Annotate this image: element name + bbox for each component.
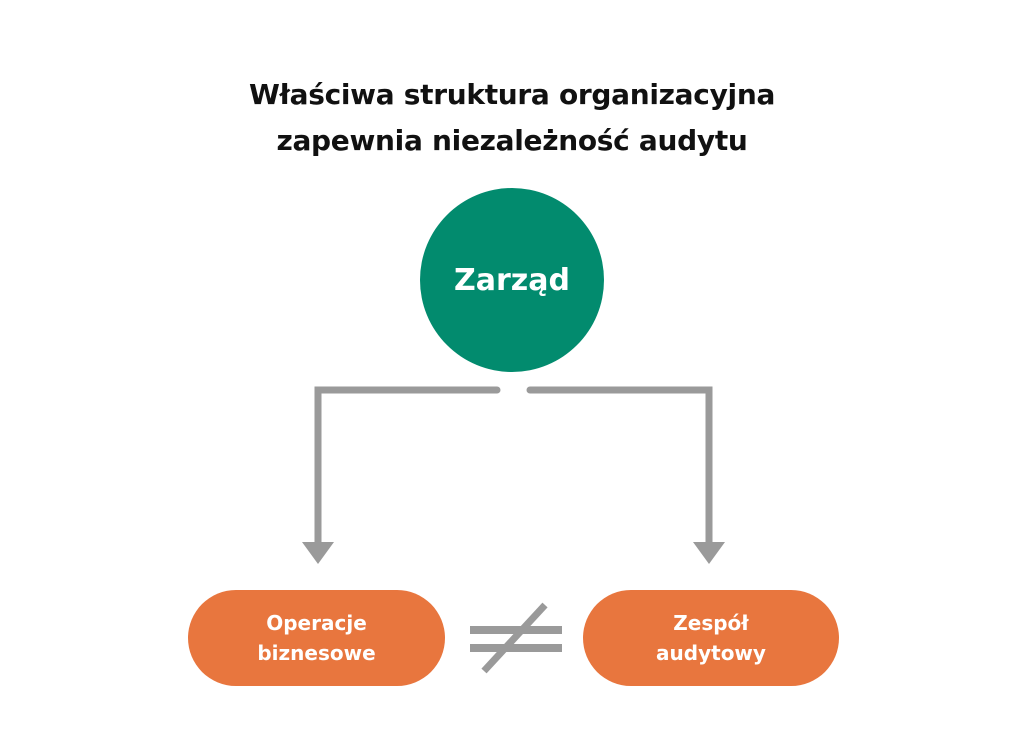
node-label-line-1: Zespół — [673, 611, 749, 635]
title-line-1: Właściwa struktura organizacyjna — [248, 78, 776, 111]
node-label-line-1: Operacje — [266, 611, 367, 635]
not-equal-icon — [470, 602, 562, 674]
right-connector — [526, 386, 713, 549]
board-node: Zarząd — [420, 188, 604, 372]
title-line-2: zapewnia niezależność audytu — [276, 124, 748, 157]
business-operations-node: Operacje biznesowe — [188, 590, 445, 686]
node-label-line-2: audytowy — [656, 641, 766, 665]
left-connector — [314, 386, 501, 549]
audit-team-node: Zespół audytowy — [583, 590, 839, 686]
right-arrowhead — [693, 542, 725, 564]
node-label-line-2: biznesowe — [257, 641, 376, 665]
left-arrowhead — [302, 542, 334, 564]
diagram-title: Właściwa struktura organizacyjna zapewni… — [0, 72, 1024, 164]
